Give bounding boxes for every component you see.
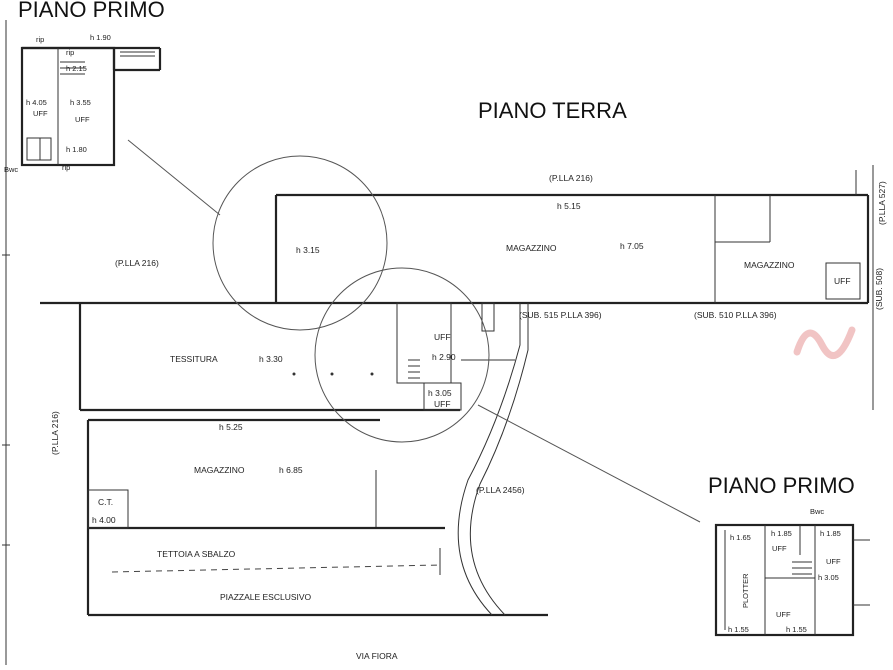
bottom-h155a-label: h 1.55 xyxy=(728,625,749,634)
bottom-h305-label: h 3.05 xyxy=(818,573,839,582)
h685-label: h 6.85 xyxy=(279,465,303,475)
magazzino-1-label: MAGAZZINO xyxy=(506,243,557,253)
h290-label: h 2.90 xyxy=(432,352,456,362)
h525-label: h 5.25 xyxy=(219,422,243,432)
top-rip-label-2: rip xyxy=(66,48,74,57)
top-h405-label: h 4.05 xyxy=(26,98,47,107)
top-uff-label-2: UFF xyxy=(75,115,90,124)
top-inset-plan xyxy=(20,46,162,167)
h315-label: h 3.15 xyxy=(296,245,320,255)
ct-label: C.T. xyxy=(98,497,113,507)
top-rip-label-3: rip xyxy=(62,163,70,172)
top-rip-label-1: rip xyxy=(36,35,44,44)
magazzino-3-label: MAGAZZINO xyxy=(194,465,245,475)
detail-circle-upper xyxy=(212,155,388,331)
h305-label: h 3.05 xyxy=(428,388,452,398)
top-uff-label-1: UFF xyxy=(33,109,48,118)
tessitura-label: TESSITURA xyxy=(170,354,218,364)
ground-floor-plan xyxy=(40,165,874,617)
bottom-h155b-label: h 1.55 xyxy=(786,625,807,634)
h515-label: h 5.15 xyxy=(557,201,581,211)
plla216-top-label: (P.LLA 216) xyxy=(549,173,593,183)
title-piano-primo-top: PIANO PRIMO xyxy=(18,0,165,22)
bottom-h185a-label: h 1.85 xyxy=(771,529,792,538)
title-piano-terra: PIANO TERRA xyxy=(478,98,627,123)
plla527-label: (P.LLA 527) xyxy=(877,181,887,225)
detail-circle-lower xyxy=(314,267,490,443)
h330-label: h 3.30 xyxy=(259,354,283,364)
bottom-bwc-label: Bwc xyxy=(810,507,824,516)
top-h180-label: h 1.80 xyxy=(66,145,87,154)
top-h190-label: h 1.90 xyxy=(90,33,111,42)
piazzale-label: PIAZZALE ESCLUSIVO xyxy=(220,592,312,602)
bottom-uff-label-1: UFF xyxy=(772,544,787,553)
bottom-uff-label-2: UFF xyxy=(826,557,841,566)
sub510-label: (SUB. 510 P.LLA 396) xyxy=(694,310,777,320)
plla216-vertical-label: (P.LLA 216) xyxy=(50,411,60,455)
h400-label: h 4.00 xyxy=(92,515,116,525)
bottom-uff-label-3: UFF xyxy=(776,610,791,619)
plla2456-label: (P.LLA 2456) xyxy=(476,485,525,495)
plla216-left-label: (P.LLA 216) xyxy=(115,258,159,268)
bottom-plotter-label: PLOTTER xyxy=(741,573,750,608)
via-fiora-label: VIA FIORA xyxy=(356,651,398,661)
sheet-margin-ticks xyxy=(2,20,10,665)
sub515-label: (SUB. 515 P.LLA 396) xyxy=(519,310,602,320)
h705-label: h 7.05 xyxy=(620,241,644,251)
uff-a-label: UFF xyxy=(434,332,451,342)
uff-b-label: UFF xyxy=(434,399,451,409)
top-h355-label: h 3.55 xyxy=(70,98,91,107)
top-bwc-label: Bwc xyxy=(4,165,18,174)
bottom-inset-plan xyxy=(714,523,870,637)
title-piano-primo-bottom: PIANO PRIMO xyxy=(708,473,855,498)
top-inset-leader xyxy=(127,139,221,216)
top-h215-label: h 2.15 xyxy=(66,64,87,73)
bottom-inset-leader xyxy=(477,404,701,523)
bottom-h165-label: h 1.65 xyxy=(730,533,751,542)
sub508-label: (SUB. 508) xyxy=(874,268,884,310)
watermark-logo xyxy=(793,326,856,359)
tettoia-label: TETTOIA A SBALZO xyxy=(157,549,236,559)
uff-right-label: UFF xyxy=(834,276,851,286)
magazzino-2-label: MAGAZZINO xyxy=(744,260,795,270)
bottom-h185b-label: h 1.85 xyxy=(820,529,841,538)
